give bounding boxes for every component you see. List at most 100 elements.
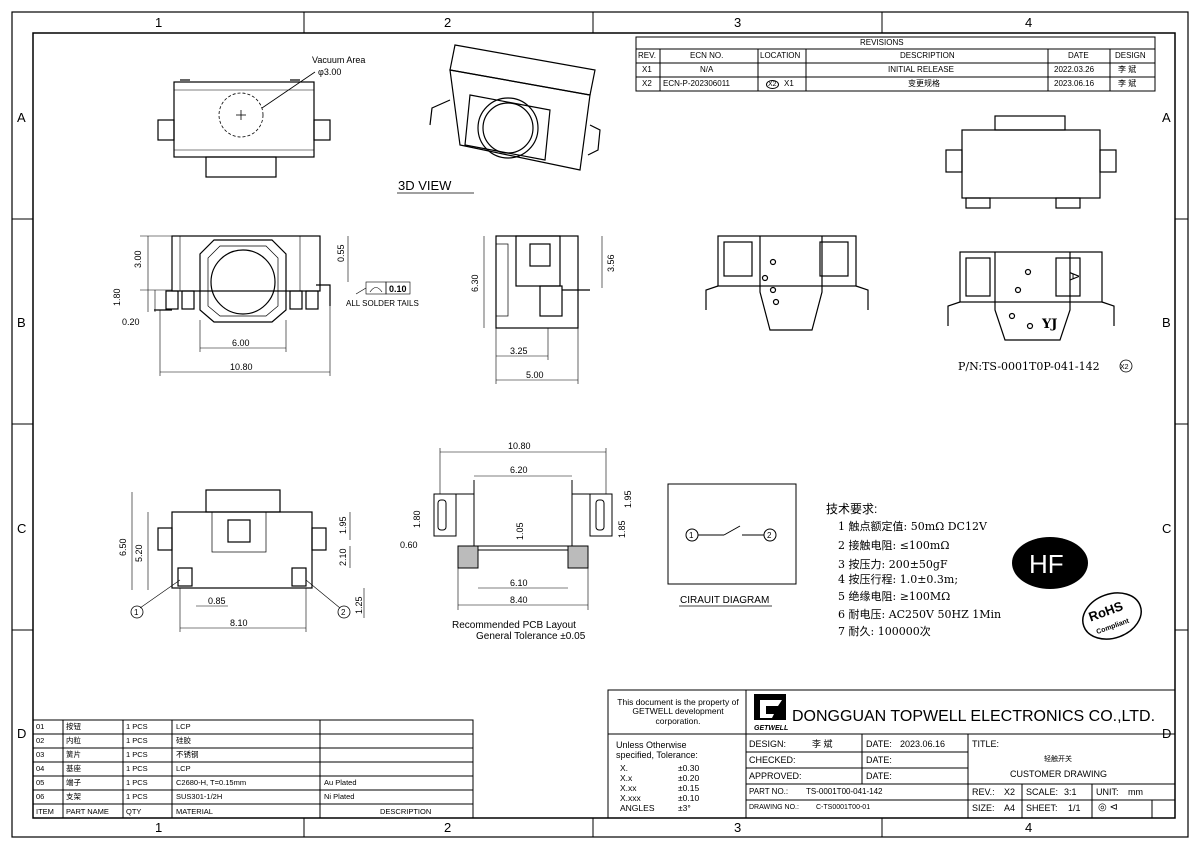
scale-label: SCALE: — [1026, 787, 1059, 797]
side-view — [495, 235, 590, 329]
rev-cell: X1 — [784, 79, 794, 88]
bom-cell: 按钮 — [66, 722, 81, 731]
title-en: CUSTOMER DRAWING — [1010, 769, 1108, 779]
hf-badge — [1012, 537, 1088, 589]
dim-650: 6.50 — [118, 538, 128, 556]
rev-cell: 李 斌 — [1118, 79, 1137, 88]
pcb-dim-1080: 10.80 — [508, 441, 531, 451]
bom-cell: 内粒 — [66, 736, 81, 745]
bom-cell: 01 — [36, 722, 45, 731]
approved-label: APPROVED: — [749, 771, 802, 781]
pcb-dim-620: 6.20 — [510, 465, 528, 475]
logo-text: GETWELL — [754, 725, 788, 732]
rev-header: REV. — [638, 51, 656, 60]
circuit-node-1: 1 — [689, 531, 694, 540]
pcb-dim-610: 6.10 — [510, 578, 528, 588]
zone-col-3-bottom: 3 — [734, 820, 742, 835]
tech-item: 3 按压力: 200±50gF — [838, 557, 948, 571]
sheet-label: SHEET: — [1026, 803, 1058, 813]
rev-cell: ECN-P-202306011 — [663, 79, 731, 88]
tolerance-item: ±0.30 — [678, 763, 700, 773]
zone-row-b-right: B — [1162, 315, 1171, 330]
dim-500: 5.00 — [526, 370, 544, 380]
callout-2: 2 — [341, 608, 346, 617]
tolerance-item: X. — [620, 763, 629, 773]
rev-header: LOCATION — [760, 51, 801, 60]
tech-item: 5 绝缘电阻: ≥100MΩ — [838, 589, 950, 603]
rev-header: ECN NO. — [690, 51, 724, 60]
tech-item: 6 耐电压: AC250V 50HZ 1Min — [838, 608, 1001, 621]
getwell-logo — [754, 694, 786, 720]
rev-header: DATE — [1068, 51, 1089, 60]
bom-header: ITEM — [36, 807, 54, 816]
dim-195: 1.95 — [338, 516, 348, 534]
iso-view — [429, 44, 601, 171]
bom-cell: 1 PCS — [126, 792, 148, 801]
callout-1: 1 — [134, 608, 139, 617]
zone-row-a-right: A — [1162, 110, 1171, 125]
zone-col-2: 2 — [444, 15, 452, 30]
bom-cell: Ni Plated — [324, 792, 355, 801]
view-3d-label: 3D VIEW — [398, 178, 452, 193]
zone-row-d-right: D — [1162, 726, 1172, 741]
rev-label: REV.: — [972, 787, 995, 797]
tolerance-item: X.x — [620, 773, 633, 783]
dim-020: 0.20 — [122, 317, 140, 327]
bom-header: QTY — [126, 807, 142, 816]
property-note: This document is the property of GETWELL… — [617, 697, 739, 726]
tolerance-item: ±0.10 — [678, 793, 700, 803]
vacuum-dia-label: φ3.00 — [318, 67, 341, 77]
pcb-layout — [433, 480, 613, 569]
bom-cell: C2680-H, T=0.15mm — [176, 778, 247, 787]
top-view — [157, 71, 331, 178]
bom-header: PART NAME — [66, 807, 109, 816]
dim-1080: 10.80 — [230, 362, 253, 372]
dim-325: 3.25 — [510, 346, 528, 356]
size-value: A4 — [1004, 803, 1016, 813]
pcb-dim-185: 1.85 — [617, 520, 627, 538]
bom-cell: 04 — [36, 764, 45, 773]
bom-table — [32, 719, 474, 819]
zone-row-b: B — [17, 315, 26, 330]
date-label: DATE: — [866, 739, 892, 749]
part-rev-badge: X2 — [1120, 364, 1129, 371]
scale-value: 3:1 — [1064, 787, 1077, 797]
circuit-diagram — [667, 483, 797, 585]
circuit-diagram-label: CIRAUIT DIAGRAM — [680, 595, 769, 606]
title-label: TITLE: — [972, 739, 1000, 749]
tech-list: 1 触点额定值: 50mΩ DC12V 2 接触电阻: ≤100mΩ 3 按压力… — [838, 519, 1001, 638]
bom-cell: 端子 — [66, 778, 81, 787]
dim-125: 1.25 — [354, 596, 364, 614]
rohs-badge: RoHS Compliant — [1082, 592, 1142, 640]
bom-cell: 05 — [36, 778, 45, 787]
rev-cell: N/A — [700, 65, 714, 74]
bom-cell: 02 — [36, 736, 45, 745]
dim-520: 5.20 — [134, 544, 144, 562]
pcb-dim-840: 8.40 — [510, 595, 528, 605]
bom-cell: LCP — [176, 764, 191, 773]
bom-cell: 不锈钢 — [176, 750, 199, 759]
projection-icon: ◎ ⊲ — [1098, 802, 1118, 813]
rev-header: DESIGN — [1115, 51, 1146, 60]
tolerance-item: ANGLES — [620, 803, 655, 813]
zone-row-a: A — [17, 110, 26, 125]
part-no-label: PART NO.: — [749, 787, 789, 796]
bom-header: MATERIAL — [176, 807, 213, 816]
design-label: DESIGN: — [749, 739, 787, 749]
tolerance-item: ±0.15 — [678, 783, 700, 793]
drawing-no-value: C-TS0001T00-01 — [816, 804, 871, 811]
zone-row-c: C — [17, 521, 27, 536]
size-label: SIZE: — [972, 803, 995, 813]
rev-cell: 2023.06.16 — [1054, 79, 1095, 88]
sheet-value: 1/1 — [1068, 803, 1081, 813]
checked-date-label: DATE: — [866, 755, 892, 765]
bom-cell: SUS301-1/2H — [176, 792, 223, 801]
company-name: DONGGUAN TOPWELL ELECTRONICS CO.,LTD. — [792, 708, 1155, 725]
rev-cell: 2022.03.26 — [1054, 65, 1095, 74]
zone-col-2-bottom: 2 — [444, 820, 452, 835]
tolerance-item: X.xxx — [620, 793, 641, 803]
all-solder-tails: ALL SOLDER TAILS — [346, 299, 419, 308]
bom-cell: 1 PCS — [126, 764, 148, 773]
dim-300: 3.00 — [133, 250, 143, 268]
